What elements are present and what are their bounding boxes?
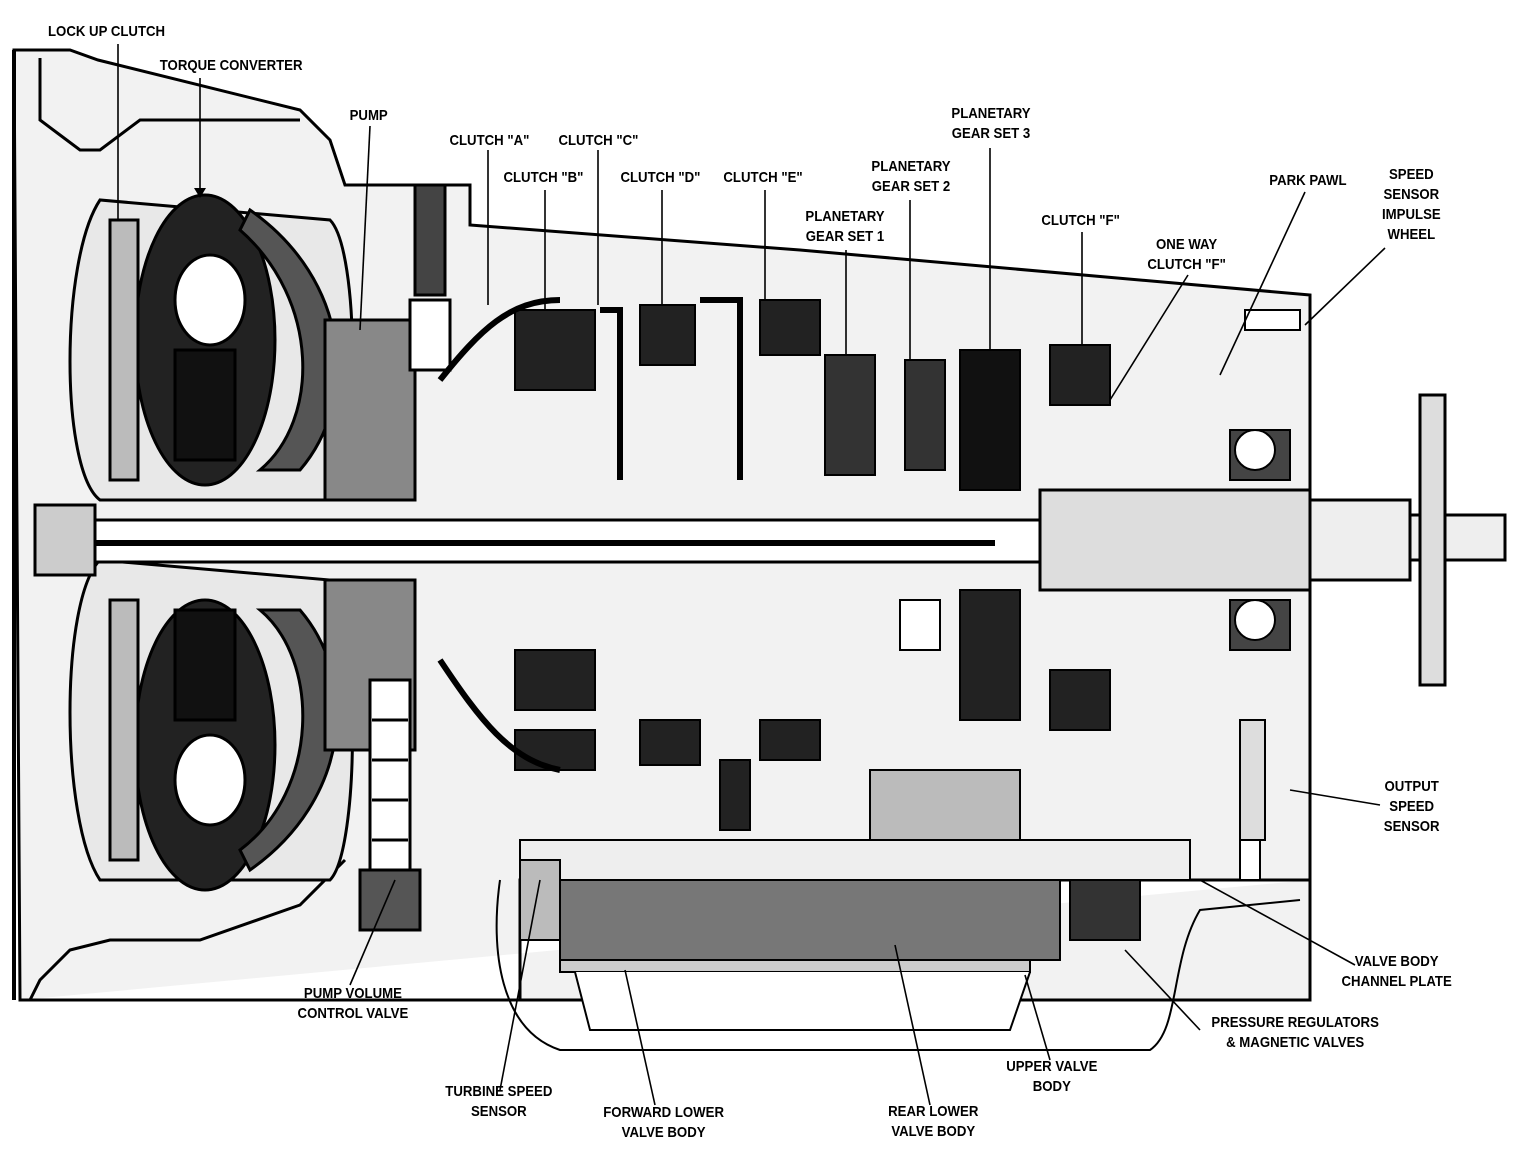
label-text: VALVE BODY — [621, 1124, 706, 1141]
rear-housing-components — [1229, 309, 1301, 881]
label-text: FORWARD LOWER — [603, 1104, 724, 1121]
label-clutch-b: CLUTCH "B" — [503, 169, 584, 186]
label-text: SPEED — [1388, 166, 1434, 183]
label-clutch-f: CLUTCH "F" — [1041, 212, 1120, 229]
label-text: GEAR SET 3 — [951, 125, 1031, 142]
label-text: REAR LOWER — [888, 1103, 979, 1120]
label-speed-sensor-impulse-wheel: SPEED SENSOR IMPULSE WHEEL — [1382, 165, 1441, 245]
label-lock-up-clutch: LOCK UP CLUTCH — [47, 23, 166, 40]
label-upper-valve-body: UPPER VALVE BODY — [1006, 1057, 1097, 1097]
label-clutch-d: CLUTCH "D" — [620, 169, 701, 186]
label-text: PRESSURE REGULATORS — [1211, 1014, 1379, 1031]
label-text: OUTPUT — [1384, 778, 1439, 795]
label-text: IMPULSE — [1382, 206, 1441, 223]
label-text: PLANETARY — [805, 208, 885, 225]
label-text: SPEED — [1389, 798, 1435, 815]
label-pump: PUMP — [349, 107, 388, 124]
label-pump-volume-control-valve: PUMP VOLUME CONTROL VALVE — [298, 984, 409, 1024]
valve-body — [495, 759, 1301, 1051]
label-text: TURBINE SPEED — [445, 1083, 553, 1100]
label-clutch-e: CLUTCH "E" — [723, 169, 803, 186]
label-park-pawl: PARK PAWL — [1269, 172, 1347, 189]
label-one-way-clutch-f: ONE WAY CLUTCH "F" — [1147, 235, 1226, 275]
label-planetary-gear-set-3: PLANETARY GEAR SET 3 — [951, 104, 1030, 144]
label-text: PLANETARY — [871, 158, 951, 175]
label-text: VALVE BODY — [1354, 953, 1439, 970]
label-planetary-gear-set-2: PLANETARY GEAR SET 2 — [871, 157, 950, 197]
label-text: CLUTCH "F" — [1147, 256, 1226, 273]
label-text: GEAR SET 2 — [871, 178, 951, 195]
planetary-gear-sets — [824, 349, 1021, 721]
leader-lines — [117, 44, 1386, 1106]
label-text: CONTROL VALVE — [297, 1005, 409, 1022]
label-planetary-gear-set-1: PLANETARY GEAR SET 1 — [805, 207, 884, 247]
torque-converter — [68, 193, 354, 892]
clutch-packs — [437, 297, 1111, 773]
pump-assembly — [323, 183, 452, 932]
main-shaft — [33, 393, 1507, 687]
label-text: PLANETARY — [951, 105, 1031, 122]
label-output-speed-sensor: OUTPUT SPEED SENSOR — [1384, 777, 1440, 837]
label-forward-lower-valve-body: FORWARD LOWER VALVE BODY — [603, 1103, 724, 1143]
label-text: PUMP VOLUME — [303, 985, 402, 1002]
label-torque-converter: TORQUE CONVERTER — [159, 57, 303, 74]
label-text: GEAR SET 1 — [805, 228, 885, 245]
label-text: ONE WAY — [1156, 236, 1218, 253]
label-text: VALVE BODY — [891, 1123, 976, 1140]
label-clutch-a: CLUTCH "A" — [449, 132, 530, 149]
label-pressure-regulators-magnetic-valves: PRESSURE REGULATORS & MAGNETIC VALVES — [1211, 1013, 1378, 1053]
label-text: SENSOR — [1383, 186, 1440, 203]
label-clutch-c: CLUTCH "C" — [558, 132, 639, 149]
label-text: & MAGNETIC VALVES — [1226, 1034, 1365, 1051]
label-rear-lower-valve-body: REAR LOWER VALVE BODY — [888, 1102, 978, 1142]
label-text: WHEEL — [1387, 226, 1436, 243]
label-text: BODY — [1032, 1078, 1071, 1095]
label-text: CHANNEL PLATE — [1341, 973, 1452, 990]
label-turbine-speed-sensor: TURBINE SPEED SENSOR — [445, 1082, 552, 1122]
label-text: SENSOR — [1383, 818, 1440, 835]
label-text: UPPER VALVE — [1006, 1058, 1098, 1075]
label-valve-body-channel-plate: VALVE BODY CHANNEL PLATE — [1342, 952, 1452, 992]
label-text: SENSOR — [470, 1103, 527, 1120]
